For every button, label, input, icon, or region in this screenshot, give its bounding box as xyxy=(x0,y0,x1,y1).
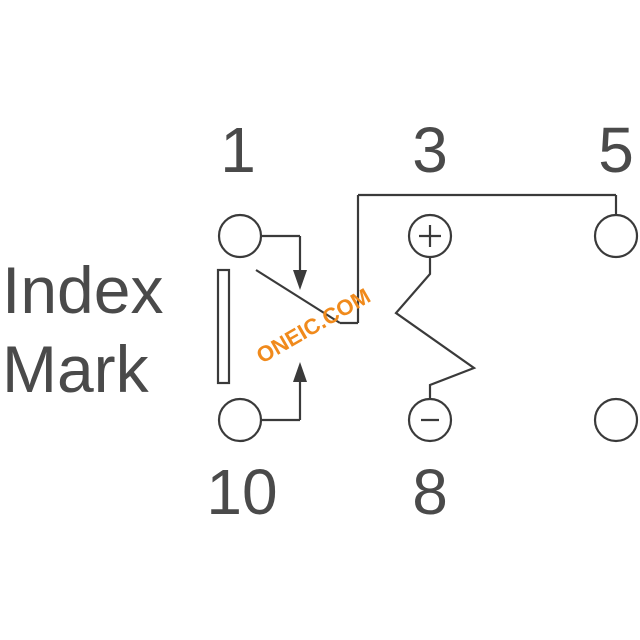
coil-symbol xyxy=(394,257,477,400)
watermark-text: ONEIC.COM xyxy=(252,283,375,368)
pin-3-positive xyxy=(407,213,453,259)
pin-label-8: 8 xyxy=(412,456,448,528)
pin-label-1: 1 xyxy=(220,114,256,186)
index-mark-label-line2: Mark xyxy=(2,332,150,406)
switch-common-line xyxy=(255,193,618,325)
arrow-up-icon xyxy=(293,362,307,382)
pin-8-negative xyxy=(407,397,453,443)
pin-label-3: 3 xyxy=(412,114,448,186)
index-mark-label-line1: Index xyxy=(2,253,163,327)
pin-label-10: 10 xyxy=(206,456,277,528)
pin-10-circle xyxy=(217,397,263,443)
pin10-connection xyxy=(262,362,307,422)
pin-5-circle xyxy=(593,213,639,259)
pin-label-5: 5 xyxy=(598,114,634,186)
index-mark-bar xyxy=(216,268,231,385)
pin-1-circle xyxy=(217,213,263,259)
pin1-connection xyxy=(262,234,307,290)
arrow-down-icon xyxy=(293,270,307,290)
pin-pad-circle xyxy=(593,397,639,443)
